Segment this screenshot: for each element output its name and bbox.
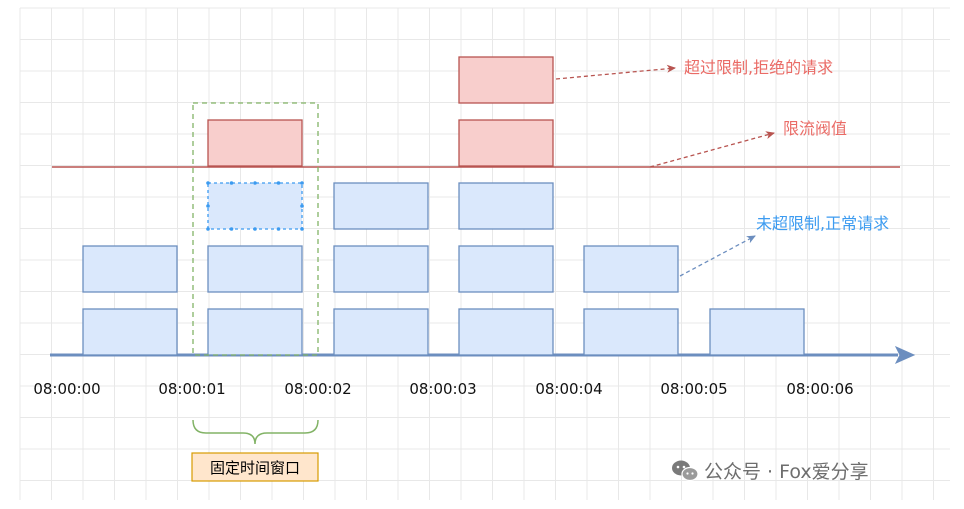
time-label: 08:00:06 xyxy=(786,380,853,398)
time-label: 08:00:02 xyxy=(284,380,351,398)
normal-request-block xyxy=(583,245,679,293)
normal-request-block xyxy=(333,245,429,293)
time-labels: 08:00:00 08:00:01 08:00:02 08:00:03 08:0… xyxy=(33,380,853,398)
exceed-arrow xyxy=(555,64,676,80)
selected-request-block xyxy=(207,182,303,230)
wechat-icon xyxy=(672,460,699,482)
requests-column-0 xyxy=(82,245,178,356)
time-label: 08:00:00 xyxy=(33,380,100,398)
rejected-request-block xyxy=(207,119,303,167)
requests-column-1 xyxy=(206,119,304,356)
window-label-box xyxy=(191,452,319,482)
threshold-label: 限流阀值 xyxy=(783,119,847,138)
time-label: 08:00:03 xyxy=(409,380,476,398)
normal-request-block xyxy=(82,245,178,293)
rejected-request-block xyxy=(458,56,554,104)
exceed-label: 超过限制,拒绝的请求 xyxy=(684,58,833,77)
normal-request-block xyxy=(458,308,554,356)
requests-column-4 xyxy=(583,245,679,356)
normal-request-block xyxy=(583,308,679,356)
requests-column-3 xyxy=(458,56,554,356)
normal-request-block xyxy=(207,308,303,356)
watermark-text: 公众号 · Fox爱分享 xyxy=(704,461,869,483)
normal-label: 未超限制,正常请求 xyxy=(756,214,889,233)
requests-column-2 xyxy=(333,182,429,356)
time-label: 08:00:05 xyxy=(660,380,727,398)
normal-request-block xyxy=(709,308,805,356)
time-label: 08:00:04 xyxy=(535,380,602,398)
normal-request-block xyxy=(458,245,554,293)
rejected-request-block xyxy=(458,119,554,167)
selection-handles xyxy=(206,181,304,231)
watermark: 公众号 · Fox爱分享 xyxy=(672,460,869,483)
normal-request-block xyxy=(333,182,429,230)
time-label: 08:00:01 xyxy=(158,380,225,398)
normal-request-block xyxy=(458,182,554,230)
normal-request-block xyxy=(82,308,178,356)
window-brace xyxy=(192,419,319,445)
requests-column-5 xyxy=(709,308,805,356)
normal-request-block xyxy=(333,308,429,356)
window-label: 固定时间窗口 xyxy=(210,459,300,477)
normal-request-block xyxy=(207,245,303,293)
normal-arrow xyxy=(679,235,756,277)
threshold-arrow xyxy=(649,131,775,168)
